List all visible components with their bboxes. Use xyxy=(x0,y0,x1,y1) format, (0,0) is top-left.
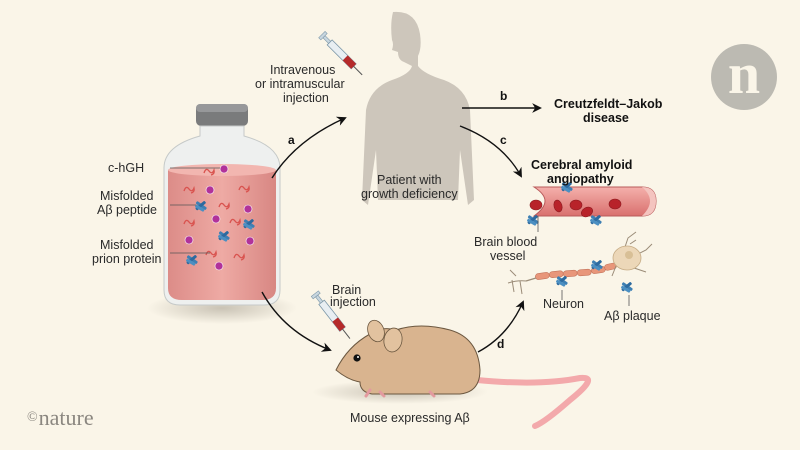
label-prion-line2: prion protein xyxy=(92,252,162,266)
label-hgh: c-hGH xyxy=(108,161,145,175)
copyright-icon: © xyxy=(27,410,38,425)
label-caa-line2: angiopathy xyxy=(547,172,614,186)
label-patient-line2: growth deficiency xyxy=(361,187,458,201)
red-blood-cells xyxy=(529,198,622,218)
arrow-c xyxy=(459,125,522,178)
label-abeta-plaque: Aβ plaque xyxy=(604,309,661,323)
syringe-icon xyxy=(310,290,351,339)
nature-logo-icon: n xyxy=(711,44,777,110)
step-c-label: c xyxy=(500,133,507,147)
mouse-illustration xyxy=(312,319,591,429)
label-vessel-line2: vessel xyxy=(490,249,526,263)
patient-silhouette xyxy=(362,11,474,205)
step-b-label: b xyxy=(500,89,508,103)
arrow-a xyxy=(271,116,347,179)
credit-text: nature xyxy=(38,405,94,430)
neuron-illustration xyxy=(507,231,653,295)
label-vessel-line1: Brain blood xyxy=(474,235,538,249)
label-neuron: Neuron xyxy=(543,297,584,311)
label-prion-line1: Misfolded xyxy=(100,238,154,252)
label-mouse-caption: Mouse expressing Aβ xyxy=(350,411,470,425)
vial-leader-lines xyxy=(170,167,220,254)
label-brain-injection-line1: Brain xyxy=(332,283,362,297)
step-d-label: d xyxy=(497,337,505,351)
blood-vessel-illustration xyxy=(526,181,657,226)
label-injection-line1: Intravenous xyxy=(270,63,336,77)
label-abeta-line2: Aβ peptide xyxy=(97,203,158,217)
label-caa-line1: Cerebral amyloid xyxy=(531,158,633,172)
label-cjd-line1: Creutzfeldt–Jakob xyxy=(554,97,663,111)
syringe-icon xyxy=(318,30,363,76)
label-abeta-line1: Misfolded xyxy=(100,189,154,203)
step-a-label: a xyxy=(288,133,295,147)
vial-illustration xyxy=(147,104,297,324)
hgh-molecules xyxy=(184,164,255,271)
nature-credit: ©nature xyxy=(27,405,94,431)
label-patient-line1: Patient with xyxy=(377,173,442,187)
arrow-d xyxy=(477,300,525,353)
label-injection-line3: injection xyxy=(283,91,329,105)
label-brain-injection-line2: injection xyxy=(330,295,376,309)
label-injection-line2: or intramuscular xyxy=(255,77,345,91)
arrow-mouse xyxy=(261,291,332,352)
label-cjd-line2: disease xyxy=(583,111,629,125)
